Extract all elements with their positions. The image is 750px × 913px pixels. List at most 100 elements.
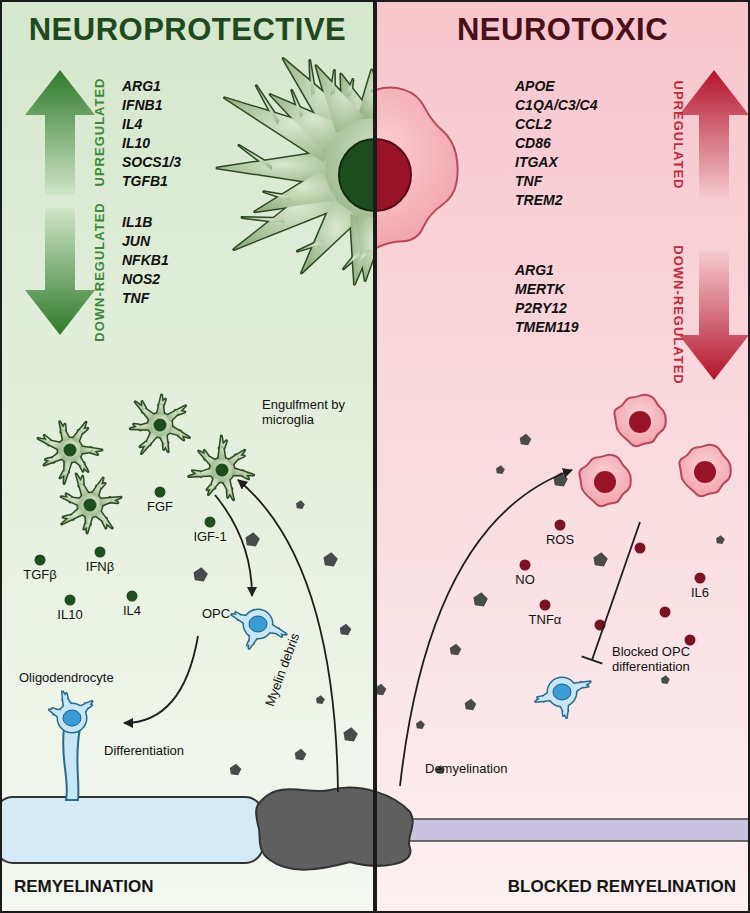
- cell-branch: [63, 693, 68, 699]
- cell-branch: [79, 476, 84, 486]
- cell-process: [228, 450, 245, 466]
- cell-process: [95, 510, 113, 528]
- cell-process: [232, 468, 254, 475]
- cell-branch: [563, 711, 568, 716]
- cell-branch: [61, 424, 66, 432]
- round-cell: [375, 88, 458, 252]
- myelin-debris: [246, 532, 260, 546]
- small-reactive-microglia: [579, 455, 630, 506]
- cell-branch: [45, 458, 53, 462]
- factor-label: ROS: [546, 533, 574, 548]
- cell-process: [357, 70, 375, 119]
- gene-name: IL1B: [122, 214, 152, 230]
- myelin-debris: [324, 552, 338, 566]
- factor-dot: [695, 573, 706, 584]
- cell-process: [316, 66, 364, 133]
- myelin-debris: [450, 644, 462, 656]
- arrow: [400, 470, 572, 786]
- gene-name: C1QA/C3/C4: [515, 97, 597, 113]
- factor-dot: [65, 595, 76, 606]
- panel-footer: REMYELINATION: [14, 877, 153, 897]
- cell-process: [160, 434, 168, 452]
- cell-process: [560, 703, 568, 718]
- cell-process: [166, 406, 185, 422]
- cell-process: [160, 434, 168, 452]
- cell-process: [232, 614, 248, 623]
- gene-name: NOS2: [122, 271, 160, 287]
- cell-process: [199, 451, 216, 466]
- factor-dot: [205, 517, 216, 528]
- cell-process: [223, 478, 234, 500]
- microglia-neuroprotective: [217, 58, 375, 284]
- cell-process: [79, 701, 92, 713]
- panel-ground: [0, 0, 375, 913]
- cell-process: [62, 692, 71, 708]
- annotation: Blocked OPC differentiation: [612, 645, 737, 675]
- cell-branch: [277, 629, 282, 637]
- cell-branch: [192, 471, 201, 477]
- cell-branch: [310, 60, 315, 95]
- factor-dot: [685, 635, 696, 646]
- cell-branch: [159, 399, 166, 405]
- cell-process: [199, 451, 216, 466]
- factor-label: TGFβ: [23, 568, 56, 583]
- panel-footer: BLOCKED REMYELINATION: [508, 877, 736, 897]
- small-microglia: [61, 474, 121, 533]
- cell-branch: [80, 463, 84, 471]
- gene-name: TMEM119: [515, 319, 579, 335]
- cell-branch: [97, 483, 106, 488]
- myelin-debris: [520, 434, 532, 446]
- factor-dot: [635, 543, 646, 554]
- cell-branch: [78, 428, 87, 433]
- cell-branch: [537, 697, 543, 702]
- gene-name: IL10: [122, 135, 150, 151]
- spiky-cell: [217, 58, 375, 284]
- factor-dot: [155, 487, 166, 498]
- factor-dot: [95, 547, 106, 558]
- cell-process: [208, 477, 220, 494]
- myelin-debris: [194, 567, 208, 581]
- cell-branch: [236, 455, 245, 459]
- factor-dot: [540, 600, 551, 611]
- cell-branch: [354, 250, 370, 267]
- myelin-debris: [716, 535, 725, 544]
- cell-branch: [330, 70, 334, 95]
- cell-process: [62, 508, 84, 524]
- myelin-debris: [296, 500, 305, 509]
- cell-branch: [219, 441, 226, 448]
- nucleus: [339, 139, 375, 211]
- cell-body: [244, 610, 272, 638]
- nucleus: [553, 684, 571, 700]
- damaged-myelin: [256, 788, 413, 870]
- myelin-debris: [316, 695, 325, 704]
- cell-branch: [91, 448, 98, 455]
- up-arrow: [679, 70, 749, 200]
- myelin-debris: [295, 749, 307, 761]
- cell-branch: [66, 494, 71, 502]
- factor-label: IFNβ: [86, 560, 114, 575]
- myelin-debris: [230, 764, 242, 776]
- cell-process: [135, 402, 155, 421]
- cell-process: [268, 624, 286, 634]
- myelin-debris: [416, 720, 425, 729]
- regulation-label: UPREGULATED: [671, 81, 686, 190]
- gene-name: TNF: [122, 290, 149, 306]
- cell-branch: [52, 708, 55, 714]
- factor-label: IL4: [123, 604, 141, 619]
- cell-branch: [297, 240, 325, 251]
- small-reactive-microglia: [614, 395, 665, 446]
- gene-name: TNF: [515, 173, 542, 189]
- cell-branch: [63, 515, 73, 519]
- cell-branch: [163, 443, 168, 450]
- cell-branch: [207, 486, 215, 490]
- gene-name: NFKB1: [122, 252, 169, 268]
- cell-process: [268, 624, 286, 634]
- inhibition-line: [592, 522, 640, 660]
- microglia-neurotoxic: [375, 88, 458, 252]
- cell-process: [228, 450, 245, 466]
- factor-label: IL6: [691, 586, 709, 601]
- cell-process: [95, 510, 113, 528]
- factor-label: FGF: [147, 500, 173, 515]
- cell-branch: [134, 424, 141, 430]
- cell-branch: [581, 682, 588, 687]
